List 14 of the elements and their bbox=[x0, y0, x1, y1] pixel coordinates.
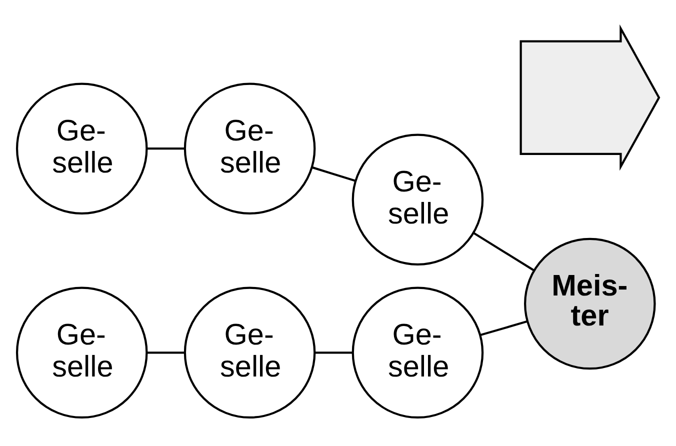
connector bbox=[146, 148, 185, 150]
node-circle: Ge- selle bbox=[184, 286, 316, 419]
connector bbox=[480, 320, 528, 336]
connector bbox=[314, 352, 353, 354]
node-circle: Ge- selle bbox=[352, 134, 484, 266]
node-circle: Ge- selle bbox=[352, 286, 484, 419]
connector bbox=[146, 352, 185, 354]
connector bbox=[473, 232, 534, 272]
node-arrow bbox=[520, 24, 660, 171]
connector bbox=[312, 166, 356, 182]
node-circle: Ge- selle bbox=[16, 286, 148, 419]
node-circle: Ge- selle bbox=[184, 82, 316, 214]
node-circle: Ge- selle bbox=[16, 82, 148, 214]
node-circle: Meis- ter bbox=[524, 238, 656, 370]
